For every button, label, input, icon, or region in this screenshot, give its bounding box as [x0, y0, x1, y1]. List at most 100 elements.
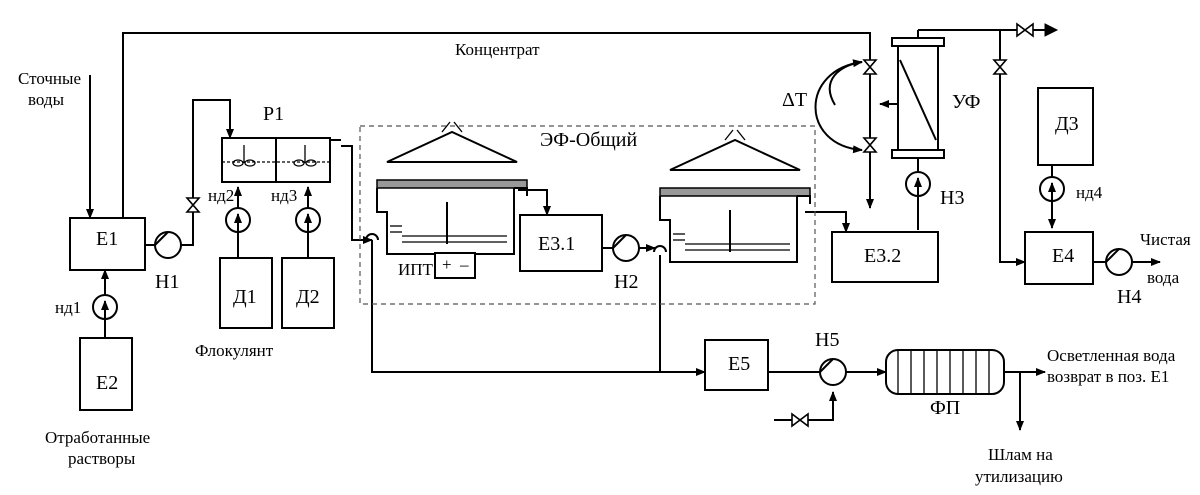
ef1-flotator-hood-vent: [441, 121, 463, 133]
r1-label: Р1: [263, 103, 284, 125]
n3-label: Н3: [940, 187, 964, 209]
n1-pump-outlet: [154, 231, 169, 246]
e1-tank: [69, 217, 146, 271]
e32-tank: [831, 231, 939, 283]
sludge-label-line2: утилизацию: [975, 467, 1063, 486]
e5-tank: [704, 339, 769, 391]
ef2-flotator-body: [659, 196, 798, 263]
ef1-flotator: [376, 121, 528, 255]
n5-pump-outlet: [819, 358, 834, 373]
wastewater-label-line2: воды: [28, 90, 65, 109]
nd4-pump: [1039, 176, 1065, 202]
n4-pump-outlet: [1105, 248, 1120, 263]
e31-tank: [519, 214, 603, 272]
ipt-power-source: [434, 252, 476, 279]
n1-to-r1-line: [181, 99, 234, 246]
n5-pump-body: [819, 358, 847, 386]
ef1-flotator-hood: [386, 130, 518, 163]
ipt-plus-label: +: [442, 255, 452, 274]
d3-tank: [1037, 87, 1094, 166]
n4-pump-body: [1105, 248, 1133, 276]
ef2-drain-line: [659, 255, 706, 376]
n5-pump: [819, 358, 847, 386]
uf-bottom-cap: [891, 149, 945, 159]
d1-label: Д1: [233, 286, 257, 308]
uf-lower-valve: [862, 137, 878, 153]
spent-label-line2: растворы: [68, 449, 136, 468]
equipment: [69, 22, 1133, 428]
ef1-flotator-foam-layer: [376, 179, 528, 189]
spent-label-line1: Отработанные: [45, 428, 150, 447]
fp-body: [885, 349, 1005, 395]
ef2-to-e32-line: [805, 211, 850, 233]
ipt-label: ИПТ: [398, 260, 434, 279]
nd1-label: нд1: [55, 298, 81, 317]
uf-label: УФ: [952, 91, 980, 113]
ef-group-label: ЭФ-Общий: [540, 129, 637, 151]
nd2-pump: [225, 207, 251, 233]
e2-label: Е2: [96, 372, 118, 394]
e5-label: Е5: [728, 353, 750, 375]
r1-mixer-blade-right-1: [244, 159, 256, 167]
clarified-label-line1: Осветленная вода: [1047, 346, 1176, 365]
ipt-minus-label: –: [459, 255, 469, 274]
diagram-labels: Сточные воды Концентрат Р1 ЭФ-Общий ΔT У…: [18, 40, 1191, 486]
vent-arrow: [1044, 23, 1059, 37]
r1-to-ef1-line: [341, 145, 373, 244]
concentrate-label: Концентрат: [455, 40, 540, 59]
nd3-pump: [295, 207, 321, 233]
ef1-flotator-outlet-lip: [514, 187, 528, 196]
ef1-to-e31-line: [518, 189, 551, 216]
e1-label: Е1: [96, 228, 118, 250]
n1-pump: [154, 231, 182, 259]
d3-label: Д3: [1055, 113, 1079, 135]
makeup-valve: [791, 412, 809, 428]
n4-pump: [1105, 248, 1133, 276]
uf-module: [891, 29, 945, 159]
n1-label: Н1: [155, 271, 179, 293]
vent-valve: [1016, 22, 1034, 38]
clarified-label-line2: возврат в поз. Е1: [1047, 367, 1169, 386]
fp-label: ФП: [930, 397, 960, 419]
n1-pump-body: [154, 231, 182, 259]
delta-t-arc-lower: [814, 61, 863, 154]
e2-tank: [79, 337, 133, 411]
ef2-flotator: [659, 129, 811, 263]
e31-label: Е3.1: [538, 233, 575, 255]
n2-pump-outlet: [612, 234, 627, 249]
uf-permeate-line: [937, 29, 1026, 266]
n2-label: Н2: [614, 271, 638, 293]
r1-reactor: [221, 137, 341, 183]
clean-water-label-line2: вода: [1147, 268, 1180, 287]
nd1-pump: [92, 294, 118, 320]
ef-group-frame: [359, 125, 816, 305]
d2-tank: [281, 257, 335, 329]
n4-label: Н4: [1117, 286, 1141, 308]
nd3-label: нд3: [271, 186, 297, 205]
nd2-label: нд2: [208, 186, 234, 205]
ef2-flotator-foam-layer: [659, 187, 811, 197]
ef2-flotator-hood: [669, 138, 801, 171]
wastewater-label-line1: Сточные: [18, 69, 81, 88]
n1-line-valve: [185, 197, 201, 213]
n2-pump: [612, 234, 640, 262]
ef1-flotator-body: [376, 188, 515, 255]
ef2-flotator-outlet-lip: [797, 195, 811, 204]
delta-t-label: ΔT: [782, 89, 807, 111]
e4-tank: [1024, 231, 1094, 285]
clean-water-label-line1: Чистая: [1140, 230, 1191, 249]
ef2-inlet-loop: [653, 245, 667, 253]
d2-label: Д2: [296, 286, 320, 308]
d1-tank: [219, 257, 273, 329]
e4-label: Е4: [1052, 245, 1074, 267]
n5-label: Н5: [815, 329, 839, 351]
ef1-drain-line: [371, 240, 660, 373]
sludge-label-line1: Шлам на: [988, 445, 1053, 464]
nd4-label: нд4: [1076, 183, 1103, 202]
ef1-inlet-loop: [365, 233, 379, 241]
e32-label: Е3.2: [864, 245, 901, 267]
uf-membrane: [899, 59, 937, 141]
n2-pump-body: [612, 234, 640, 262]
n5-makeup-line: [774, 391, 837, 421]
